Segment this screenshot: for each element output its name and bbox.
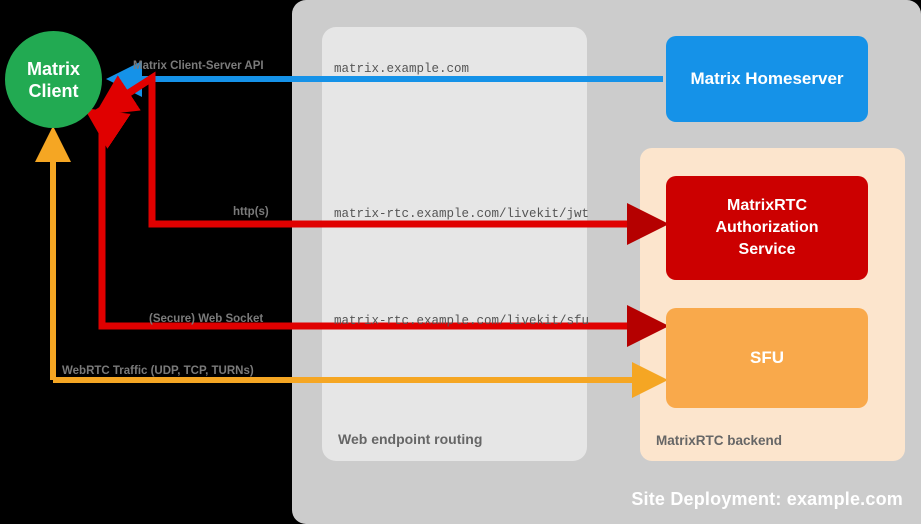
connection-https [90,71,669,245]
web-endpoint-routing-panel: Web endpoint routing [322,27,587,461]
matrix-homeserver-label: Matrix Homeserver [690,69,844,88]
matrix-client-label: Matrix Client [5,31,102,128]
endpoint-path-matrix: matrix.example.com [334,62,470,76]
sfu-box[interactable]: SFU [666,308,868,408]
connection-label-websocket: (Secure) Web Socket [149,313,264,325]
auth-label-line1: MatrixRTC [726,197,807,214]
connection-webrtc [35,126,668,398]
matrixrtc-authorization-service-box[interactable]: MatrixRTC Authorization Service [666,176,868,280]
auth-label-line2: Authorization [715,219,819,236]
site-deployment-caption: Site Deployment: example.com [631,489,903,509]
matrixrtc-authorization-service-label: MatrixRTC Authorization Service [715,195,818,261]
web-endpoint-routing-caption: Web endpoint routing [338,431,483,447]
matrix-client-label-line1: Matrix [26,58,80,79]
matrixrtc-backend-caption: MatrixRTC backend [656,433,783,448]
matrix-homeserver-box[interactable]: Matrix Homeserver [666,36,868,122]
connection-websocket [84,108,669,347]
auth-label-line3: Service [738,241,796,258]
connection-label-webrtc: WebRTC Traffic (UDP, TCP, TURNs) [62,365,254,377]
sfu-label: SFU [750,348,784,367]
matrix-client-node[interactable]: Matrix Client [5,31,102,128]
connection-label-https: http(s) [233,206,269,218]
connection-label-client-server-api: Matrix Client-Server API [133,60,264,72]
endpoint-path-livekit-jwt: matrix-rtc.example.com/livekit/jwt [334,207,590,221]
endpoint-path-livekit-sfu: matrix-rtc.example.com/livekit/sfu [334,314,590,328]
matrix-client-label-line2: Client [28,80,79,101]
